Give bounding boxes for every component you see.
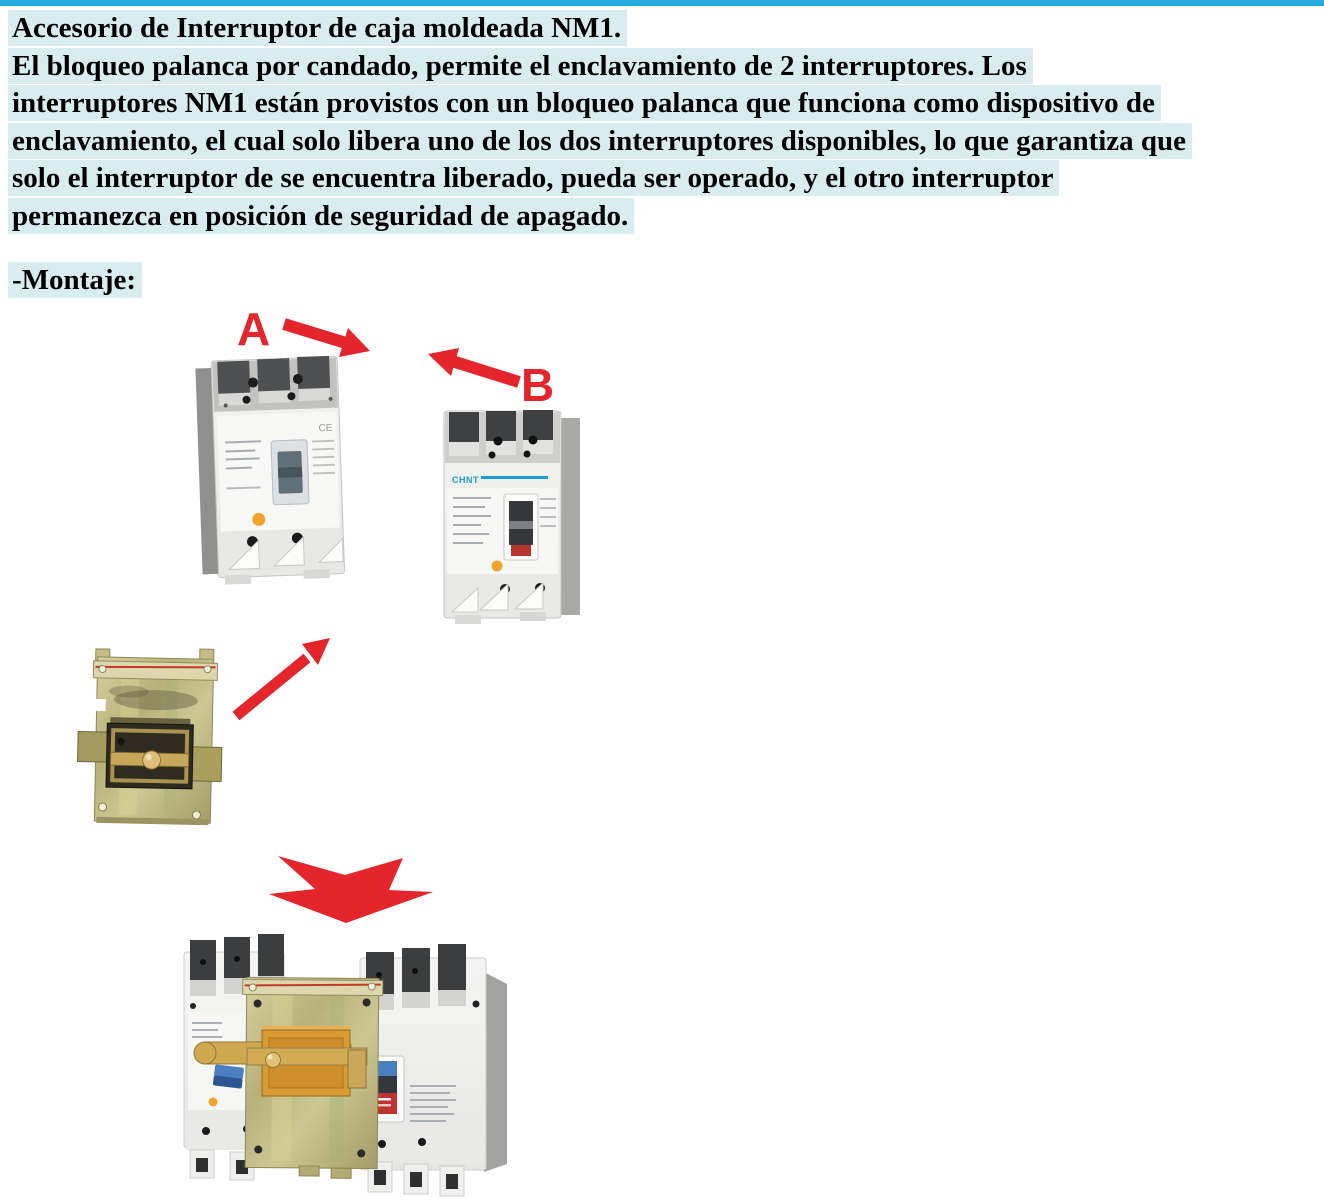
paragraph-line: permanezca en posición de seguridad de a… (8, 197, 635, 234)
interlock-plate-image (77, 648, 223, 826)
page-top-border (0, 0, 1324, 6)
breaker-a-image: CE (195, 355, 346, 585)
label-b: B (521, 359, 554, 411)
ce-mark: CE (318, 423, 333, 434)
label-a: A (237, 303, 270, 355)
paragraph-line: enclavamiento, el cual solo libera uno d… (8, 122, 1193, 159)
assembled-breakers-image (183, 934, 507, 1197)
arrow-a-icon (282, 318, 370, 357)
arrow-down-icon (269, 856, 433, 923)
paragraph-line: solo el interruptor de se encuentra libe… (8, 160, 1060, 196)
paragraph-line: Accesorio de Interruptor de caja moldead… (8, 10, 628, 46)
chnt-logo: CHNT (452, 475, 479, 485)
arrow-diagonal-icon (232, 638, 330, 721)
intro-paragraph: Accesorio de Interruptor de caja moldead… (8, 10, 1320, 235)
paragraph-line: El bloqueo palanca por candado, permite … (8, 47, 1033, 84)
breaker-b-image: CHNT (443, 410, 580, 624)
section-label-montaje: -Montaje: (8, 262, 143, 300)
paragraph-line: interruptores NM1 están provistos con un… (8, 85, 1161, 121)
arrow-b-icon (428, 348, 521, 388)
